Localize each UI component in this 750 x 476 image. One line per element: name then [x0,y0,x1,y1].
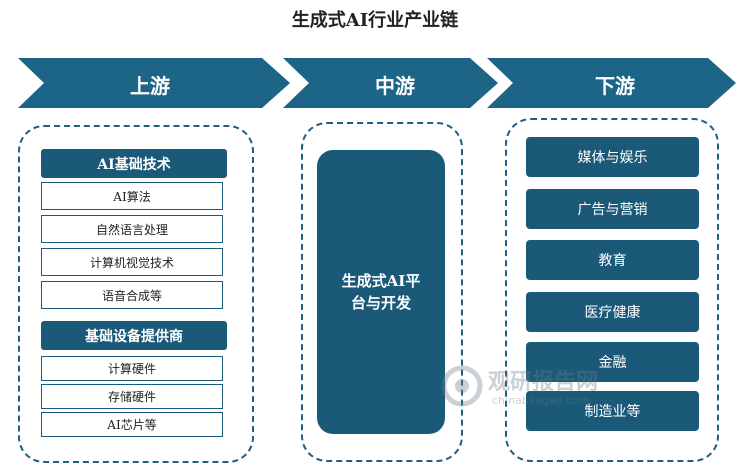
midstream-platform-block: 生成式AI平 台与开发 [317,150,445,434]
stage-label-midstream: 中游 [375,74,415,98]
downstream-item: 金融 [526,342,699,382]
watermark-sub: chinabaogao.com [492,394,590,407]
stage-chevrons [18,58,736,108]
stage-label-downstream: 下游 [595,74,635,98]
watermark-logo-icon [441,365,483,407]
downstream-item: 教育 [526,240,699,280]
upstream-item: 语音合成等 [41,281,223,309]
upstream-item: 自然语言处理 [41,215,223,243]
downstream-container [505,118,719,462]
watermark-text: 观研报告网 [488,370,599,395]
watermark: 观研报告网 chinabaogao.com [440,362,640,412]
chevron-downstream [487,58,736,108]
downstream-item: 媒体与娱乐 [526,137,699,177]
chevron-upstream [18,58,290,108]
upstream-container [18,125,254,463]
midstream-container [301,122,463,462]
upstream-item: AI芯片等 [41,412,223,437]
upstream-group1-header: AI基础技术 [41,149,227,178]
midstream-line2: 台与开发 [350,294,411,312]
diagram-title: 生成式AI行业产业链 [291,10,459,31]
downstream-item: 医疗健康 [526,292,699,332]
chevron-midstream [283,58,498,108]
upstream-item: 计算机视觉技术 [41,248,223,276]
upstream-item: 存储硬件 [41,384,223,409]
upstream-group2-header: 基础设备提供商 [41,321,227,350]
upstream-item: 计算硬件 [41,356,223,381]
downstream-item: 制造业等 [526,391,699,431]
stage-label-upstream: 上游 [130,74,170,98]
midstream-line1: 生成式AI平 [341,272,421,290]
downstream-item: 广告与营销 [526,189,699,229]
upstream-item: AI算法 [41,182,223,210]
